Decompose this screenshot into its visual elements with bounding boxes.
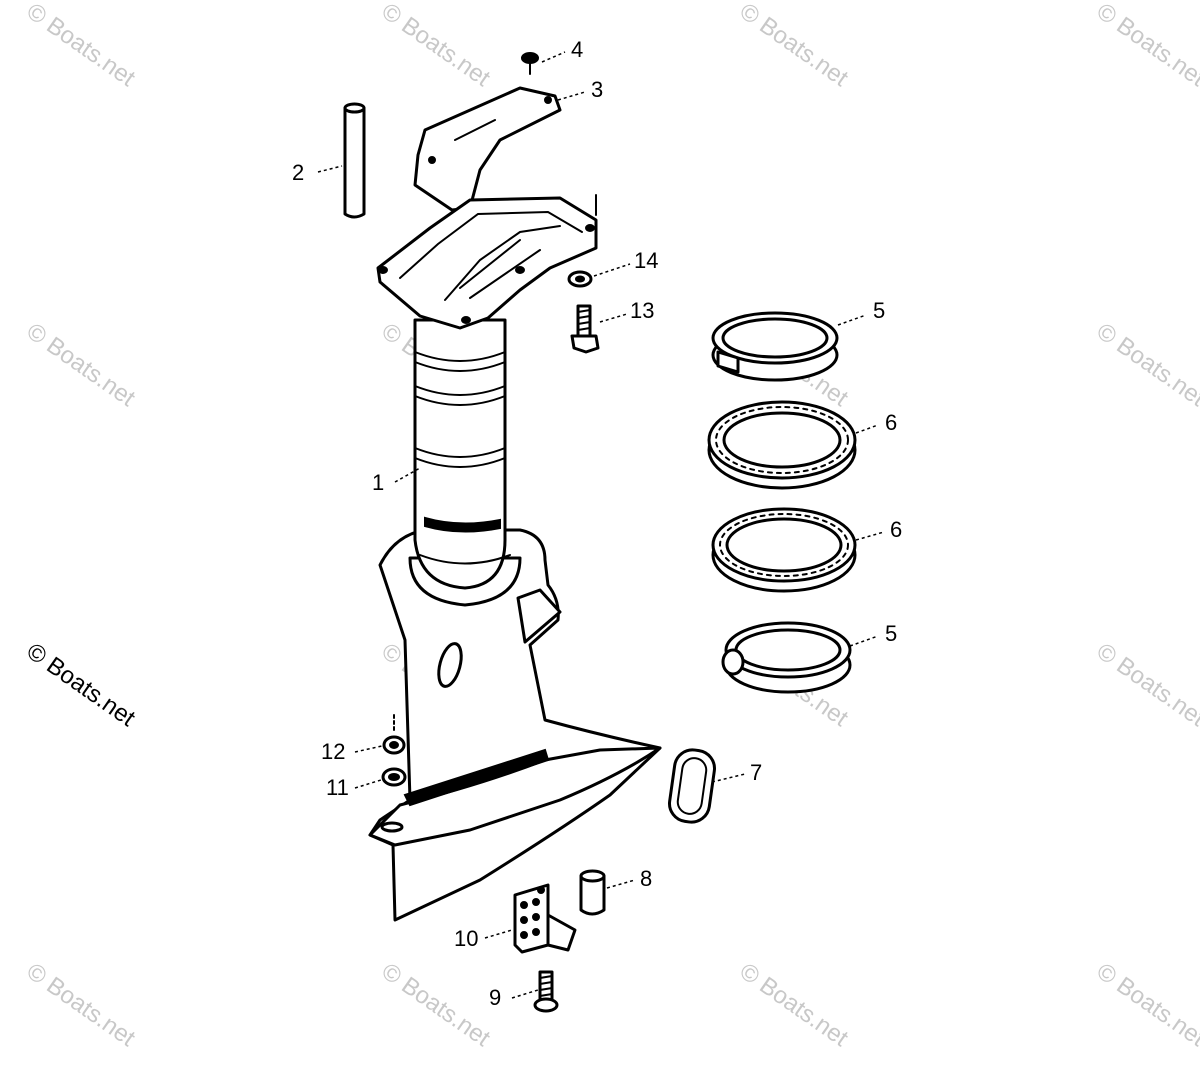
watermark: © Boats.net (377, 958, 496, 1052)
watermark: © Boats.net (22, 0, 141, 92)
watermark: © Boats.net (22, 958, 141, 1052)
part-13-bolt (570, 304, 600, 354)
callout-7: 7 (750, 760, 762, 785)
callout-labels: 1 2 3 4 5 6 6 5 7 8 9 10 11 12 13 14 (292, 37, 902, 1010)
leader-lines (317, 51, 885, 999)
watermark: © Boats.net (377, 0, 496, 92)
callout-5-upper: 5 (873, 298, 885, 323)
callout-5-lower: 5 (885, 621, 897, 646)
part-4-screw (521, 52, 539, 75)
part-8-sleeve (579, 869, 606, 916)
watermark: © Boats.net (1092, 0, 1200, 92)
watermark-dark: © Boats.net (22, 638, 141, 732)
watermark: © Boats.net (1092, 318, 1200, 412)
callout-3: 3 (591, 77, 603, 102)
callout-4: 4 (571, 37, 583, 62)
watermark: © Boats.net (1092, 638, 1200, 732)
part-5-bushing-lower (721, 621, 852, 694)
part-6-bearing-upper (707, 400, 857, 490)
callout-9: 9 (489, 985, 501, 1010)
callout-8: 8 (640, 866, 652, 891)
part-14-washer (567, 270, 593, 288)
callout-6-lower: 6 (890, 517, 902, 542)
part-10-anode (513, 883, 577, 954)
watermark: © Boats.net (735, 958, 854, 1052)
part-3-cover-plate (413, 86, 562, 212)
callout-12: 12 (321, 739, 345, 764)
part-1-driveshaft-housing (368, 194, 662, 922)
callout-11: 11 (326, 775, 349, 800)
part-2-tube (343, 102, 366, 219)
part-5-bushing-upper (711, 311, 839, 382)
watermarks: © Boats.net © Boats.net © Boats.net © Bo… (22, 0, 1200, 1052)
watermark: © Boats.net (22, 318, 141, 412)
callout-1: 1 (372, 470, 384, 495)
part-12-nut (382, 714, 406, 755)
watermark: © Boats.net (735, 0, 854, 92)
callout-13: 13 (630, 298, 654, 323)
watermark: © Boats.net (1092, 958, 1200, 1052)
part-9-screw (533, 970, 559, 1013)
callout-6-upper: 6 (885, 410, 897, 435)
callout-10: 10 (454, 926, 478, 951)
part-11-washer (381, 767, 407, 787)
callout-14: 14 (634, 248, 658, 273)
part-6-bearing-lower (711, 507, 857, 593)
part-7-plug (668, 748, 716, 824)
callout-2: 2 (292, 160, 304, 185)
